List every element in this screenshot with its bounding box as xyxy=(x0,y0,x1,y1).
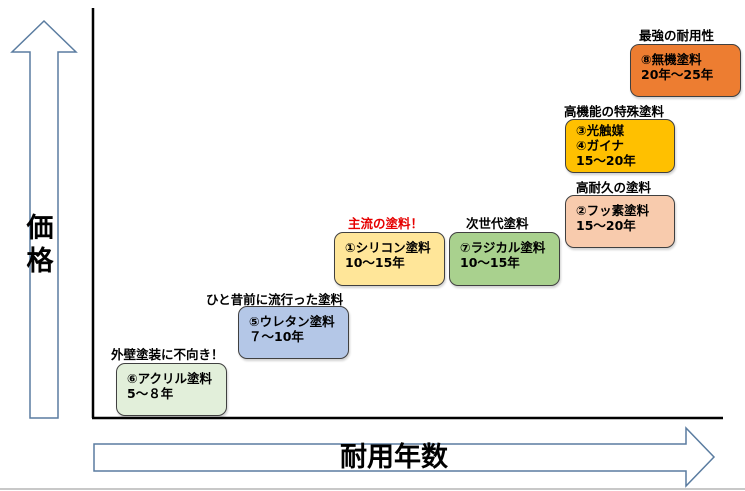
price-axis-label: 価 格 xyxy=(23,212,57,278)
acrylic-caption: 外壁塗装に不向き！ xyxy=(111,347,224,362)
urethane-paint-years: ７～10年 xyxy=(249,329,304,344)
acrylic-paint-years: 5～８年 xyxy=(127,386,174,401)
silicone-paint-name: ①シリコン塗料 xyxy=(345,240,431,255)
urethane-paint-box: ⑤ウレタン塗料 ７～10年 xyxy=(238,306,349,359)
silicone-caption: 主流の塗料！ xyxy=(348,216,424,231)
price-axis-label-char: 格 xyxy=(26,246,54,277)
inorganic-caption: 最強の耐用性 xyxy=(639,28,715,43)
inorganic-paint-box: ⑧無機塗料 20年～25年 xyxy=(630,44,741,97)
price-arrow-up xyxy=(10,19,78,419)
silicone-paint-years: 10～15年 xyxy=(345,255,405,270)
price-axis-label-char: 価 xyxy=(26,213,54,244)
photocatalyst-paint-name: ③光触媒 xyxy=(576,123,625,138)
radical-paint-box: ⑦ラジカル塗料 10～15年 xyxy=(449,232,560,286)
silicone-paint-box: ①シリコン塗料 10～15年 xyxy=(334,232,445,286)
durability-arrow-right xyxy=(93,426,716,488)
special-paint-box: ③光触媒 ④ガイナ 15～20年 xyxy=(565,119,675,173)
fluorine-paint-years: 15～20年 xyxy=(576,218,636,233)
radical-paint-name: ⑦ラジカル塗料 xyxy=(460,240,546,255)
radical-caption: 次世代塗料 xyxy=(466,216,529,231)
fluorine-caption: 高耐久の塗料 xyxy=(576,180,652,195)
gaina-paint-name: ④ガイナ xyxy=(576,138,624,153)
acrylic-paint-box: ⑥アクリル塗料 5～８年 xyxy=(116,363,227,416)
fluorine-paint-box: ②フッ素塗料 15～20年 xyxy=(565,195,675,248)
inorganic-paint-name: ⑧無機塗料 xyxy=(641,52,702,67)
inorganic-paint-years: 20年～25年 xyxy=(641,67,714,82)
acrylic-paint-name: ⑥アクリル塗料 xyxy=(127,371,212,386)
special-caption: 高機能の特殊塗料 xyxy=(564,104,665,119)
urethane-paint-name: ⑤ウレタン塗料 xyxy=(249,314,335,329)
fluorine-paint-name: ②フッ素塗料 xyxy=(576,203,650,218)
special-paint-years: 15～20年 xyxy=(576,153,636,168)
radical-paint-years: 10～15年 xyxy=(460,255,520,270)
durability-axis-label: 耐用年数 xyxy=(340,442,448,473)
urethane-caption: ひと昔前に流行った塗料 xyxy=(206,292,344,307)
